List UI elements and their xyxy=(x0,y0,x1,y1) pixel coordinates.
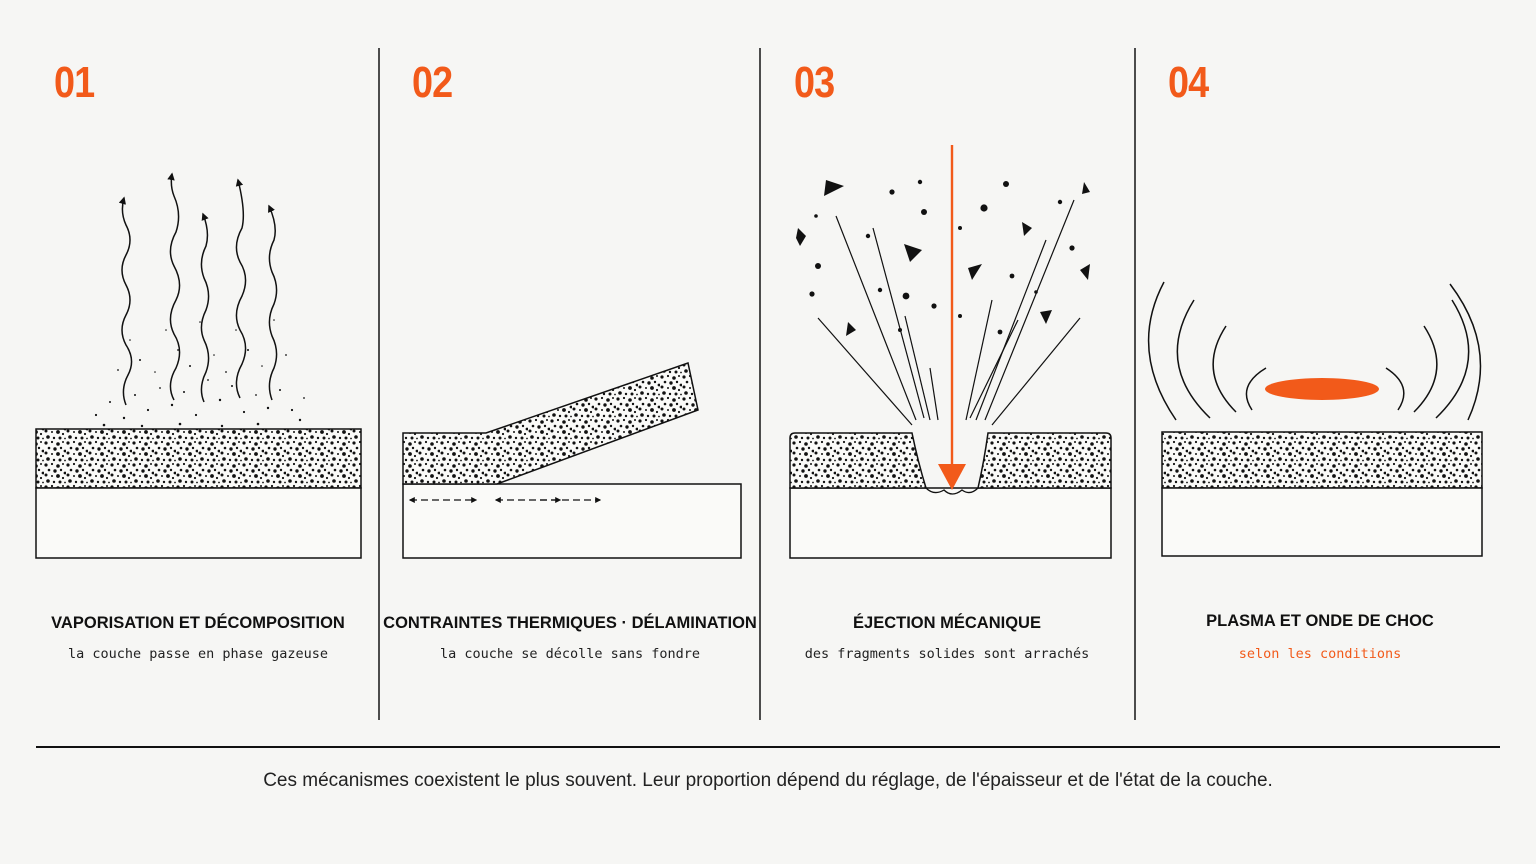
vapor-particles xyxy=(94,319,305,428)
panel-3-title: ÉJECTION MÉCANIQUE xyxy=(853,614,1041,632)
footer-note: Ces mécanismes coexistent le plus souven… xyxy=(263,770,1273,791)
coating-layer-right xyxy=(977,432,1112,489)
laser-beam-arrow xyxy=(938,145,966,490)
vapor-arrows xyxy=(118,172,278,406)
substrate xyxy=(1161,487,1483,557)
panel-4-number: 04 xyxy=(1168,58,1209,107)
panel-1-title: VAPORISATION ET DÉCOMPOSITION xyxy=(51,614,345,632)
panel-1-illustration xyxy=(35,172,362,559)
shockwave-arcs xyxy=(1147,281,1482,421)
substrate xyxy=(35,487,362,559)
panel-3-subtitle: des fragments solides sont arrachés xyxy=(804,646,1090,662)
panel-4-title: PLASMA ET ONDE DE CHOC xyxy=(1206,612,1434,630)
plasma-plume xyxy=(1265,378,1379,400)
ejection-lines xyxy=(817,199,1081,426)
coating-layer xyxy=(35,428,362,489)
panel-2-subtitle: la couche se décolle sans fondre xyxy=(439,646,701,662)
panel-4-subtitle: selon les conditions xyxy=(1238,646,1402,662)
panel-1-number: 01 xyxy=(54,58,95,107)
coating-layer xyxy=(1161,431,1483,489)
peeling-coating-layer xyxy=(402,362,699,485)
panel-4-illustration xyxy=(1147,281,1483,557)
panel-3-number: 03 xyxy=(794,58,835,107)
panel-2-title: CONTRAINTES THERMIQUES · DÉLAMINATION xyxy=(383,614,757,632)
coating-layer-left xyxy=(789,432,928,489)
substrate xyxy=(402,483,742,559)
panel-dividers xyxy=(378,48,1136,720)
panel-2-number: 02 xyxy=(412,58,453,107)
panel-3-illustration xyxy=(789,145,1112,559)
solid-fragments xyxy=(796,179,1090,336)
crater xyxy=(925,487,979,495)
panel-1-subtitle: la couche passe en phase gazeuse xyxy=(67,646,329,662)
panel-2-illustration xyxy=(402,362,742,559)
substrate xyxy=(789,487,1112,559)
